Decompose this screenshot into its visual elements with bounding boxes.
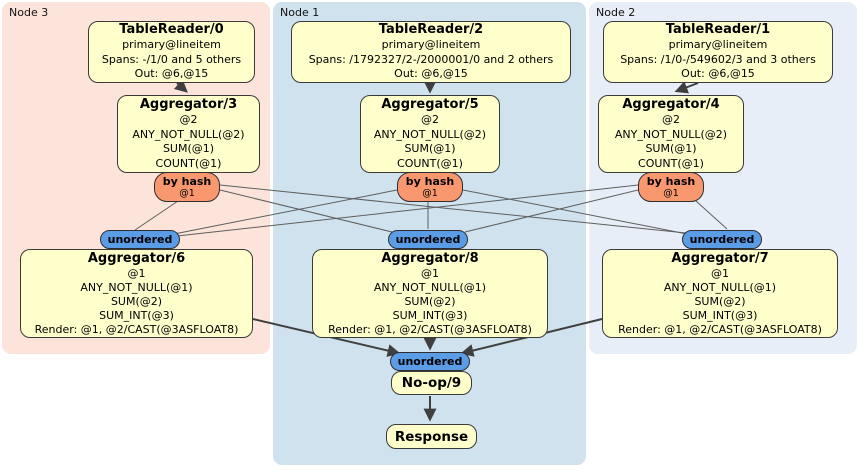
agg-fn: COUNT(@1) bbox=[397, 156, 463, 170]
region-label: Node 3 bbox=[9, 6, 49, 19]
agg-fn: SUM(@1) bbox=[645, 142, 697, 155]
unordered-sync-middle: unordered bbox=[388, 230, 468, 249]
agg-fn: SUM(@2) bbox=[694, 294, 746, 308]
agg-render: Render: @1, @2/CAST(@3ASFLOAT8) bbox=[328, 322, 532, 336]
processor-out: Out: @6,@15 bbox=[134, 67, 209, 81]
processor-title: Aggregator/6 bbox=[87, 250, 186, 266]
processor-tablereader-2: TableReader/2 primary@lineitem Spans: /1… bbox=[291, 21, 571, 83]
router-key: @1 bbox=[663, 188, 679, 199]
processor-out: Out: @6,@15 bbox=[394, 67, 468, 81]
processor-title: Aggregator/7 bbox=[671, 250, 769, 266]
agg-fn: ANY_NOT_NULL(@2) bbox=[132, 127, 245, 141]
processor-title: Aggregator/8 bbox=[381, 250, 479, 266]
agg-group-cols: @1 bbox=[421, 266, 439, 280]
agg-render: Render: @1, @2/CAST(@3ASFLOAT8) bbox=[34, 322, 239, 336]
processor-title: Aggregator/5 bbox=[381, 97, 479, 112]
processor-title: TableReader/2 bbox=[378, 22, 484, 38]
agg-fn: ANY_NOT_NULL(@2) bbox=[373, 127, 487, 141]
processor-spans: Spans: -/1/0 and 5 others bbox=[101, 52, 242, 66]
processor-index: primary@lineitem bbox=[381, 38, 481, 52]
processor-index: primary@lineitem bbox=[122, 38, 221, 52]
agg-fn: ANY_NOT_NULL(@2) bbox=[614, 127, 728, 141]
agg-fn: SUM(@1) bbox=[404, 142, 456, 155]
agg-fn: SUM_INT(@3) bbox=[682, 308, 758, 322]
agg-group-cols: @1 bbox=[127, 266, 146, 280]
processor-tablereader-1: TableReader/1 primary@lineitem Spans: /1… bbox=[603, 21, 833, 83]
processor-aggregator-8: Aggregator/8 @1 ANY_NOT_NULL(@1) SUM(@2)… bbox=[312, 249, 548, 338]
hash-router-3: by hash @1 bbox=[154, 172, 220, 202]
agg-fn: SUM(@1) bbox=[162, 142, 215, 155]
agg-group-cols: @2 bbox=[179, 113, 198, 126]
agg-group-cols: @1 bbox=[711, 266, 729, 280]
agg-group-cols: @2 bbox=[421, 113, 439, 126]
agg-fn: ANY_NOT_NULL(@1) bbox=[373, 280, 487, 294]
router-label: by hash bbox=[162, 175, 212, 188]
unordered-sync-right: unordered bbox=[682, 230, 762, 249]
unordered-sync-final: unordered bbox=[390, 352, 470, 371]
processor-spans: Spans: /1/0-/549602/3 and 3 others bbox=[620, 52, 816, 66]
router-key: @1 bbox=[422, 188, 438, 199]
processor-noop-9: No-op/9 bbox=[391, 371, 472, 395]
agg-fn: ANY_NOT_NULL(@1) bbox=[80, 280, 193, 294]
processor-title: No-op/9 bbox=[401, 375, 462, 391]
unordered-sync-left: unordered bbox=[100, 230, 180, 249]
processor-aggregator-4: Aggregator/4 @2 ANY_NOT_NULL(@2) SUM(@1)… bbox=[598, 95, 744, 173]
processor-tablereader-0: TableReader/0 primary@lineitem Spans: -/… bbox=[88, 21, 255, 83]
agg-fn: COUNT(@1) bbox=[638, 156, 704, 170]
processor-spans: Spans: /1792327/2-/2000001/0 and 2 other… bbox=[308, 52, 554, 66]
agg-fn: SUM_INT(@3) bbox=[392, 308, 468, 322]
agg-fn: SUM_INT(@3) bbox=[99, 308, 174, 322]
hash-router-5: by hash @1 bbox=[397, 172, 463, 202]
router-label: by hash bbox=[405, 175, 455, 188]
processor-title: TableReader/0 bbox=[119, 22, 224, 38]
processor-title: Aggregator/4 bbox=[622, 97, 720, 112]
processor-title: Aggregator/3 bbox=[139, 97, 238, 112]
region-label: Node 1 bbox=[280, 6, 320, 19]
hash-router-4: by hash @1 bbox=[638, 172, 704, 202]
region-label: Node 2 bbox=[596, 6, 636, 19]
agg-fn: ANY_NOT_NULL(@1) bbox=[663, 280, 777, 294]
agg-fn: SUM(@2) bbox=[404, 294, 456, 308]
agg-render: Render: @1, @2/CAST(@3ASFLOAT8) bbox=[618, 322, 822, 336]
processor-out: Out: @6,@15 bbox=[681, 67, 755, 81]
router-key: @1 bbox=[179, 188, 195, 199]
response-title: Response bbox=[394, 428, 469, 445]
agg-group-cols: @2 bbox=[662, 113, 680, 126]
processor-aggregator-3: Aggregator/3 @2 ANY_NOT_NULL(@2) SUM(@1)… bbox=[117, 95, 260, 173]
agg-fn: SUM(@2) bbox=[110, 294, 163, 308]
processor-aggregator-5: Aggregator/5 @2 ANY_NOT_NULL(@2) SUM(@1)… bbox=[360, 95, 500, 173]
processor-title: TableReader/1 bbox=[665, 22, 771, 38]
router-label: by hash bbox=[646, 175, 696, 188]
processor-aggregator-7: Aggregator/7 @1 ANY_NOT_NULL(@1) SUM(@2)… bbox=[602, 249, 838, 338]
processor-aggregator-6: Aggregator/6 @1 ANY_NOT_NULL(@1) SUM(@2)… bbox=[20, 249, 253, 338]
agg-fn: COUNT(@1) bbox=[155, 156, 222, 170]
processor-index: primary@lineitem bbox=[668, 38, 768, 52]
response-node: Response bbox=[386, 424, 477, 449]
